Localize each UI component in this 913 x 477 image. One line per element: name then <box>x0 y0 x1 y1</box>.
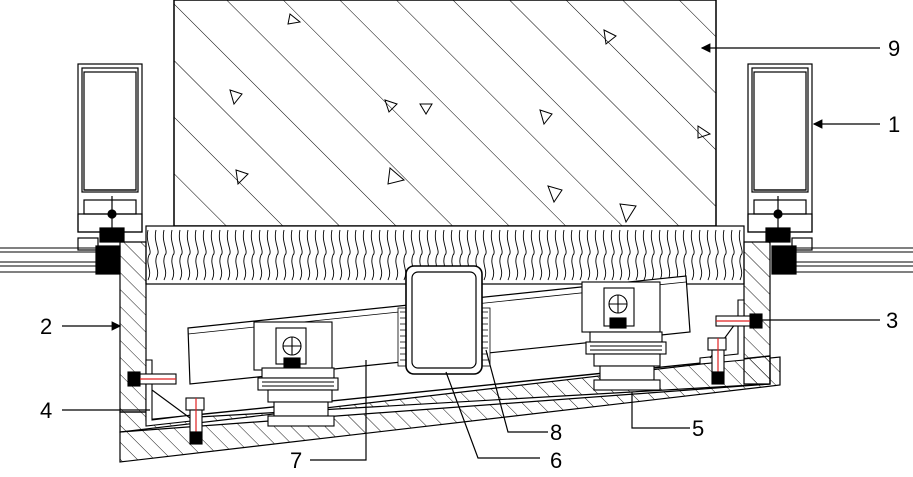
right-mullion-profile <box>747 63 813 275</box>
callout-2: 2 <box>40 314 52 339</box>
right-bracket <box>699 299 763 385</box>
callout-4: 4 <box>40 398 52 423</box>
callout-9: 9 <box>888 36 900 61</box>
callout-6: 6 <box>550 448 562 473</box>
callout-1: 1 <box>888 112 900 137</box>
left-mullion-profile <box>77 63 143 275</box>
concrete-structure <box>173 0 717 227</box>
callout-3: 3 <box>886 308 898 333</box>
callout-leaders <box>62 43 880 461</box>
callout-8: 8 <box>550 420 562 445</box>
central-tube <box>397 265 491 375</box>
callout-7: 7 <box>290 448 302 473</box>
callout-5: 5 <box>692 416 704 441</box>
left-clamp-assembly <box>253 321 339 427</box>
right-clamp-assembly <box>581 281 667 391</box>
left-bracket <box>127 359 205 445</box>
